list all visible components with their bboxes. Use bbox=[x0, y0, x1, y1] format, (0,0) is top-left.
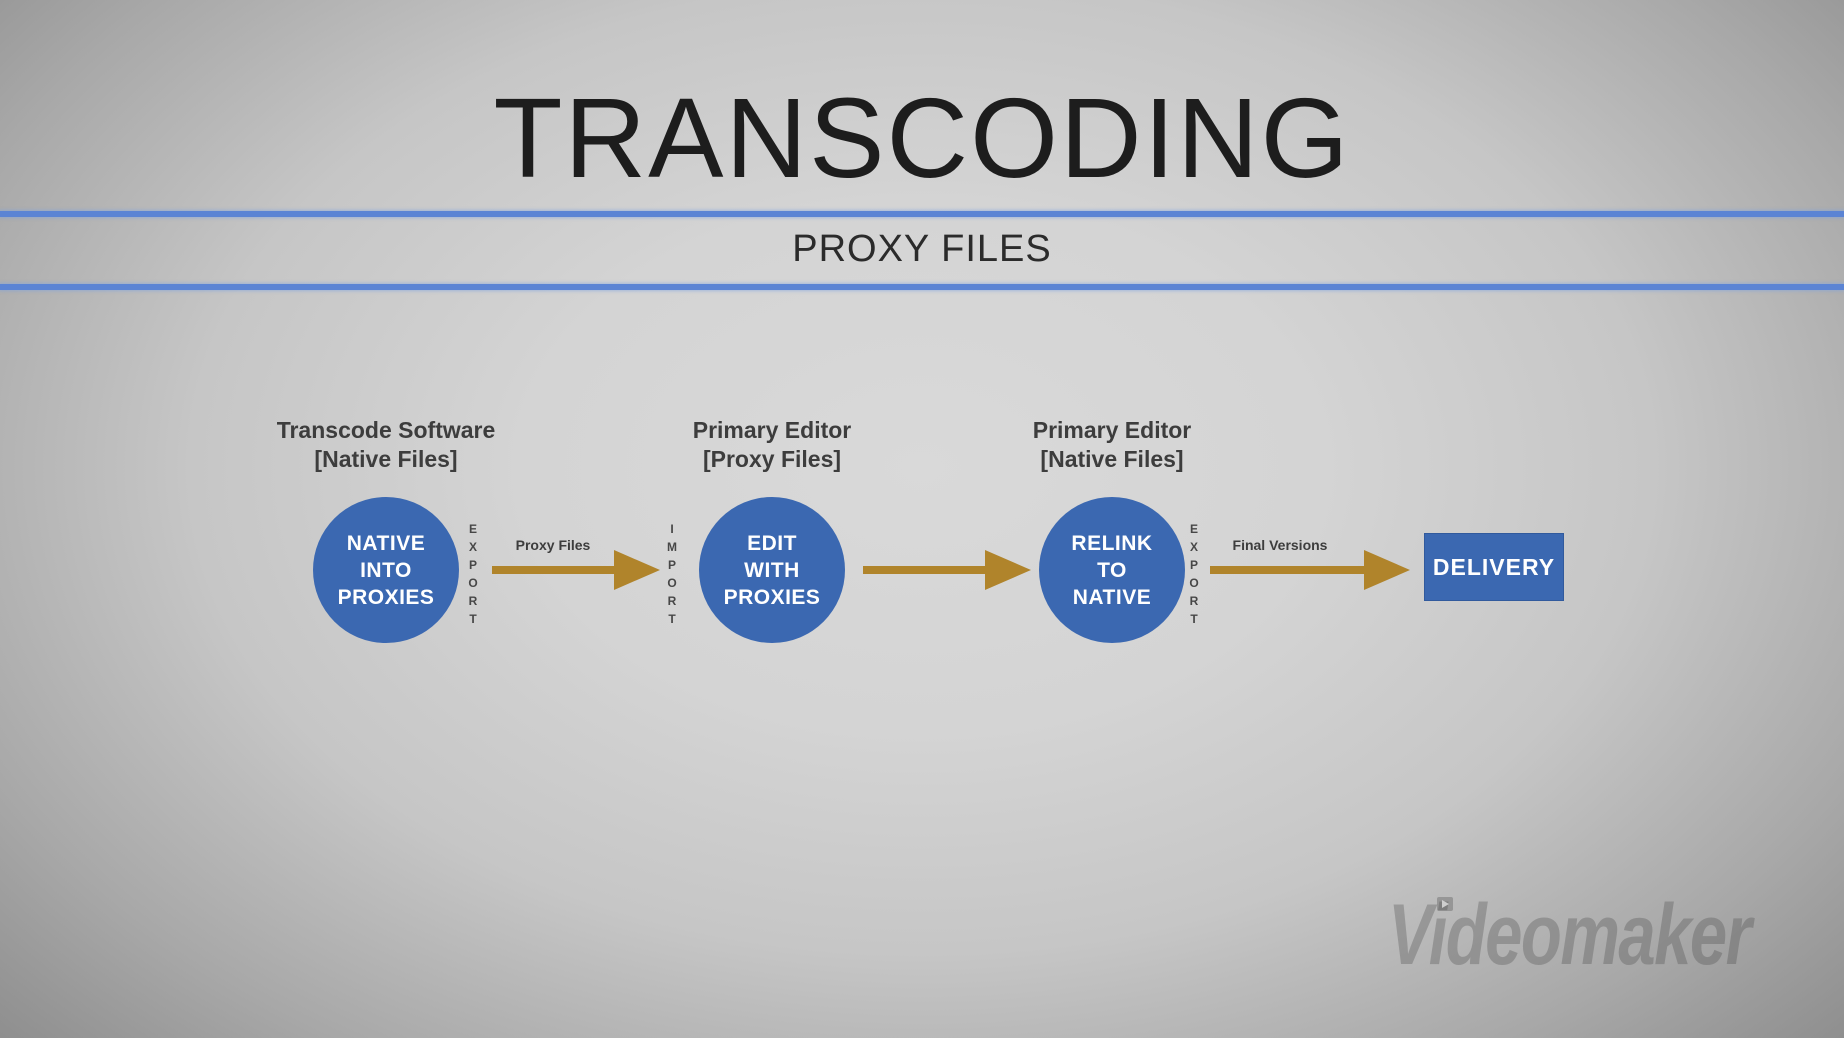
node-relink-label-line1: Primary Editor bbox=[1032, 417, 1192, 443]
arrow-proxy-files-shaft bbox=[492, 566, 614, 574]
export-port-label-1: EXPORT bbox=[466, 522, 480, 630]
export-port-label-2: EXPORT bbox=[1187, 522, 1201, 630]
slide-title: TRANSCODING bbox=[493, 75, 1351, 201]
delivery-box: DELIVERY bbox=[1424, 533, 1564, 601]
node-relink-text-line2: TO bbox=[1097, 558, 1127, 582]
node-transcode-text-line1: NATIVE bbox=[346, 531, 426, 555]
node-transcode-text-line2: INTO bbox=[360, 558, 412, 582]
node-relink-label-line2: [Native Files] bbox=[1040, 446, 1184, 472]
slide-subtitle: PROXY FILES bbox=[792, 228, 1052, 270]
node-transcode-label-line2: [Native Files] bbox=[314, 446, 458, 472]
node-edit-label: Primary Editor [Proxy Files] bbox=[612, 416, 932, 474]
node-transcode-label-line1: Transcode Software bbox=[276, 417, 496, 443]
node-transcode-text-line3: PROXIES bbox=[337, 585, 435, 609]
node-edit-label-line2: [Proxy Files] bbox=[702, 446, 842, 472]
arrow-final-versions-label: Final Versions bbox=[1232, 537, 1328, 553]
import-port-label: IMPORT bbox=[665, 522, 679, 630]
play-icon bbox=[1437, 897, 1453, 911]
node-relink-label: Primary Editor [Native Files] bbox=[952, 416, 1272, 474]
node-edit-text-line1: EDIT bbox=[747, 531, 797, 555]
arrow-proxy-files-head bbox=[614, 550, 660, 590]
node-edit-text-line3: PROXIES bbox=[723, 585, 821, 609]
arrow-edit-to-relink-shaft bbox=[863, 566, 985, 574]
node-transcode-circle: NATIVE INTO PROXIES bbox=[313, 497, 459, 643]
arrow-final-versions-head bbox=[1364, 550, 1410, 590]
node-relink-circle: RELINK TO NATIVE bbox=[1039, 497, 1185, 643]
node-relink-text-line1: RELINK bbox=[1071, 531, 1153, 555]
delivery-box-label: DELIVERY bbox=[1432, 553, 1556, 580]
arrow-edit-to-relink-head bbox=[985, 550, 1031, 590]
node-edit-label-line1: Primary Editor bbox=[692, 417, 852, 443]
node-relink-text-line3: NATIVE bbox=[1072, 585, 1152, 609]
arrow-final-versions-shaft bbox=[1210, 566, 1364, 574]
bottom-divider-line bbox=[0, 284, 1844, 290]
node-edit-circle: EDIT WITH PROXIES bbox=[699, 497, 845, 643]
arrow-proxy-files-label: Proxy Files bbox=[515, 537, 591, 553]
node-edit-text-line2: WITH bbox=[744, 558, 800, 582]
top-divider-line bbox=[0, 211, 1844, 217]
node-transcode-label: Transcode Software [Native Files] bbox=[226, 416, 546, 474]
